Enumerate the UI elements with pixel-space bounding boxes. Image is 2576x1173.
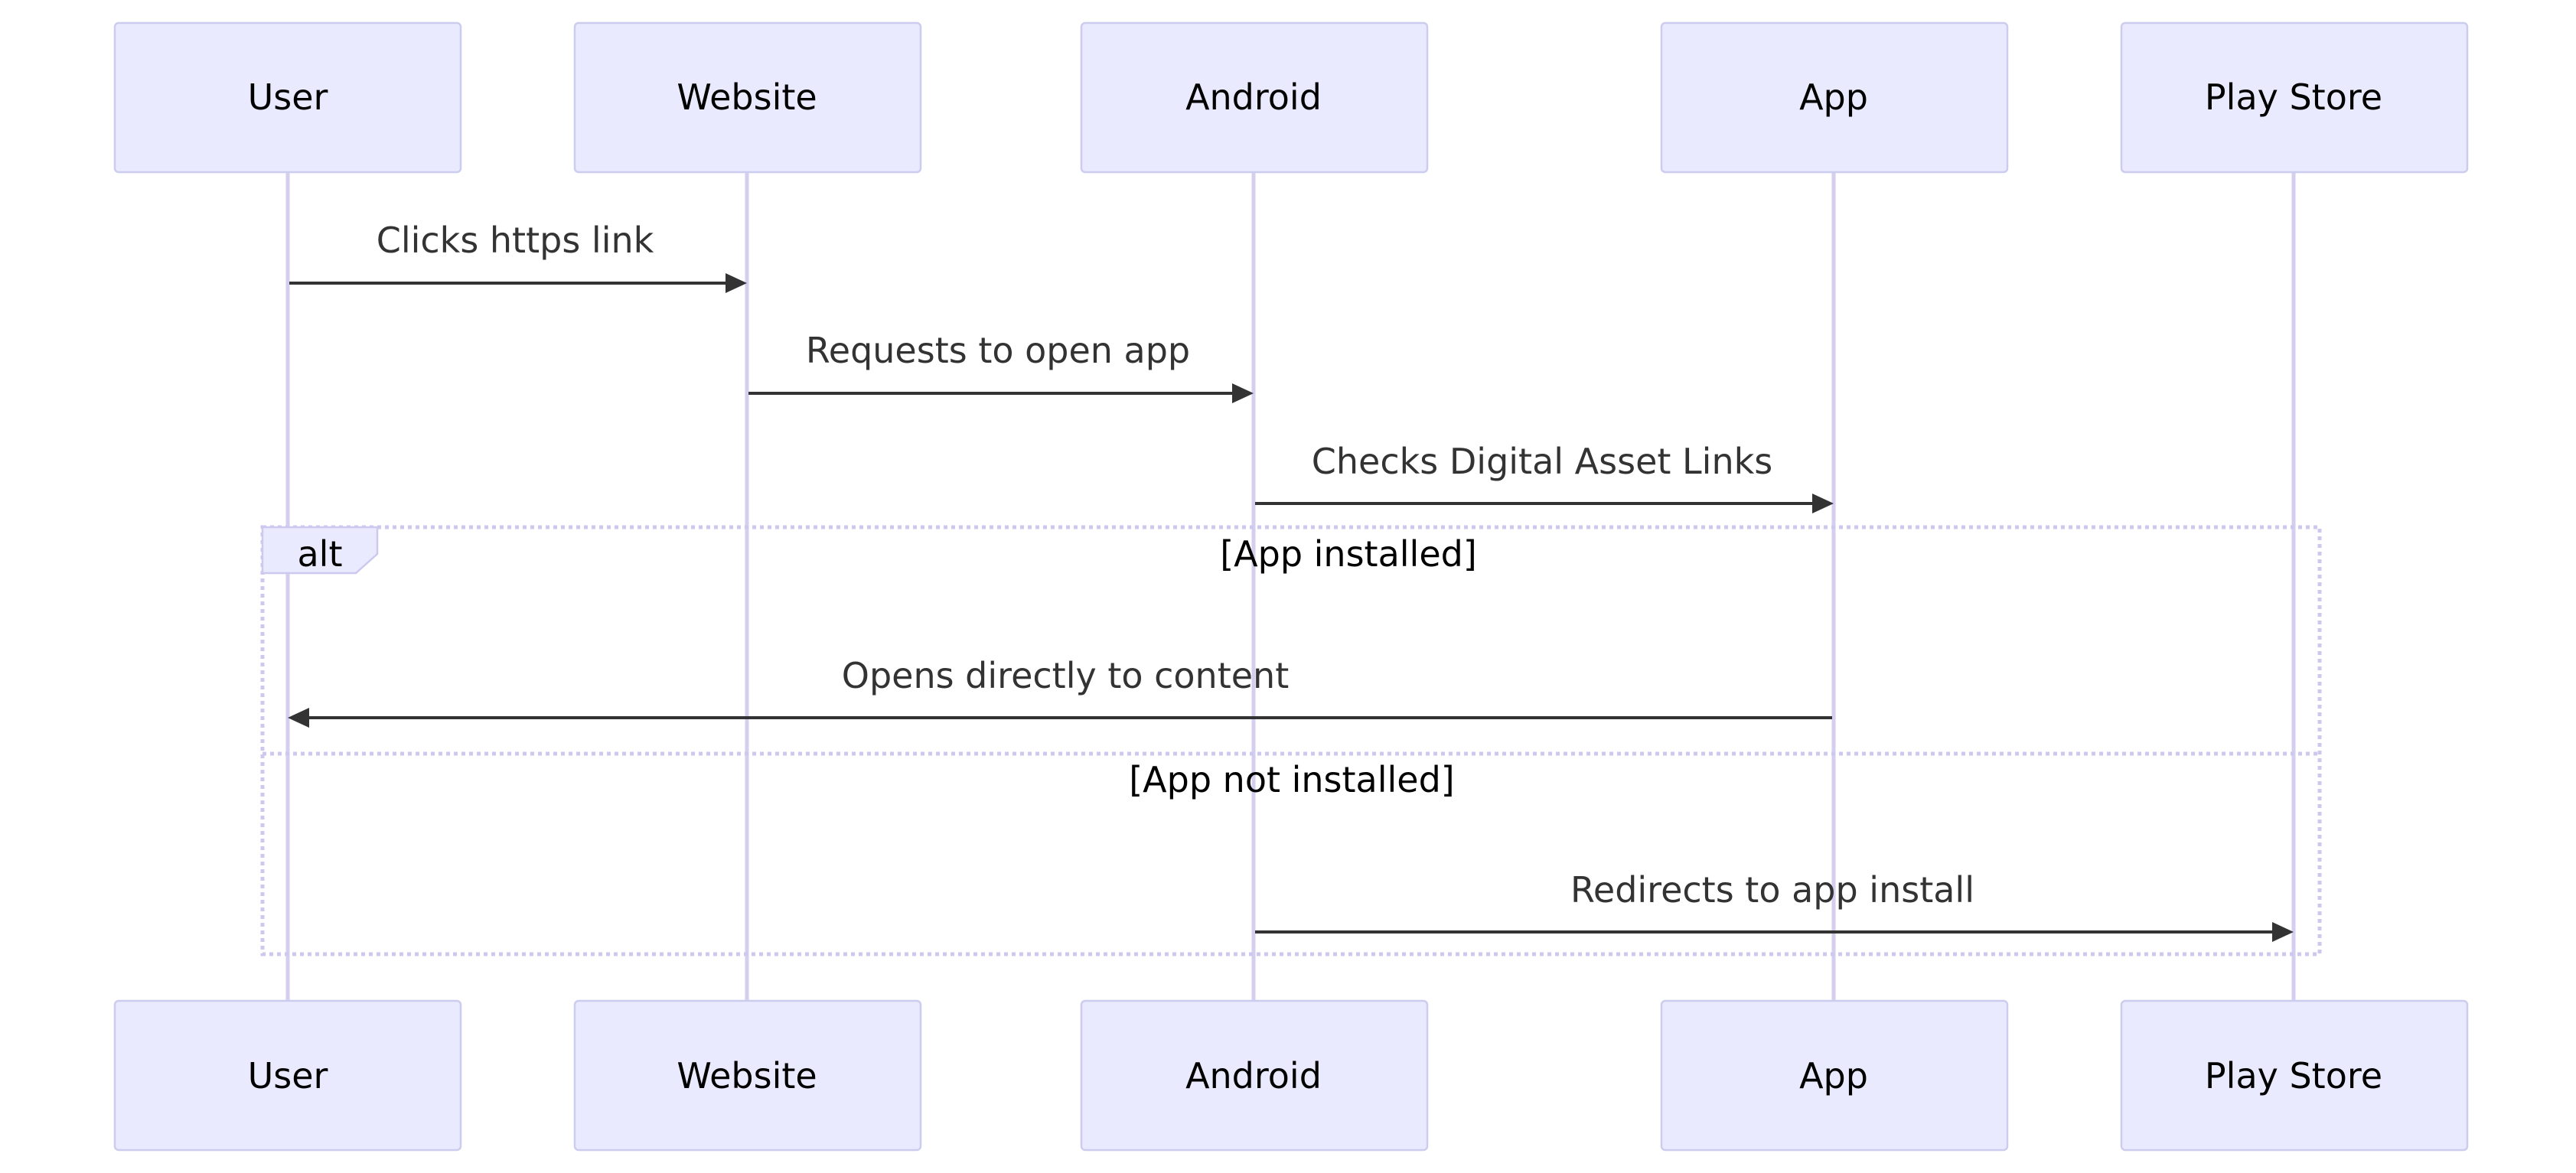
message-label-3: Checks Digital Asset Links xyxy=(1312,441,1772,482)
bottom-actors: User Website Android App Play Store xyxy=(113,999,2469,1152)
message-label-5: Redirects to app install xyxy=(1570,869,1974,911)
actor-label: User xyxy=(248,1055,328,1096)
actor-box xyxy=(573,999,922,1152)
actor-playstore-top: Play Store xyxy=(2120,21,2469,174)
alt-frame-label: alt xyxy=(297,533,342,575)
actor-box xyxy=(2120,21,2469,174)
lifelines xyxy=(285,172,2296,1002)
actor-label: Play Store xyxy=(2205,77,2382,118)
alt-condition-installed: [App installed] xyxy=(1220,533,1477,575)
actor-box xyxy=(2120,999,2469,1152)
actor-android-bottom: Android xyxy=(1080,999,1429,1152)
top-actors: User Website Android App Play Store xyxy=(113,21,2469,174)
actor-label: Android xyxy=(1185,1055,1322,1096)
actor-label: Website xyxy=(677,77,817,118)
messages: Clicks https link Requests to open app C… xyxy=(288,220,2294,942)
arrowhead-1 xyxy=(726,273,747,293)
actor-box xyxy=(113,21,462,174)
arrowhead-3 xyxy=(1812,494,1834,513)
actor-box xyxy=(1080,21,1429,174)
alt-frame-tab xyxy=(261,526,379,575)
message-label-4: Opens directly to content xyxy=(842,655,1290,696)
actor-box xyxy=(1660,999,2009,1152)
alt-condition-not-installed: [App not installed] xyxy=(1129,759,1455,800)
actor-label: Android xyxy=(1185,77,1322,118)
actor-label: Play Store xyxy=(2205,1055,2382,1096)
message-label-1: Clicks https link xyxy=(377,220,654,261)
alt-frame: alt [App installed] [App not installed] xyxy=(260,525,2322,956)
actor-playstore-bottom: Play Store xyxy=(2120,999,2469,1152)
actor-label: Website xyxy=(677,1055,817,1096)
actor-label: App xyxy=(1799,1055,1868,1096)
actor-box xyxy=(573,21,922,174)
actor-app-top: App xyxy=(1660,21,2009,174)
actor-box xyxy=(113,999,462,1152)
actor-website-bottom: Website xyxy=(573,999,922,1152)
actor-box xyxy=(1080,999,1429,1152)
actor-website-top: Website xyxy=(573,21,922,174)
actor-user-bottom: User xyxy=(113,999,462,1152)
arrowhead-5 xyxy=(2272,922,2294,942)
actor-app-bottom: App xyxy=(1660,999,2009,1152)
alt-frame-border xyxy=(260,525,2322,956)
actor-android-top: Android xyxy=(1080,21,1429,174)
actor-label: User xyxy=(248,77,328,118)
actor-user-top: User xyxy=(113,21,462,174)
actor-box xyxy=(1660,21,2009,174)
message-label-2: Requests to open app xyxy=(806,330,1190,371)
actor-label: App xyxy=(1799,77,1868,118)
arrowhead-4 xyxy=(288,708,309,728)
arrowhead-2 xyxy=(1232,383,1254,403)
